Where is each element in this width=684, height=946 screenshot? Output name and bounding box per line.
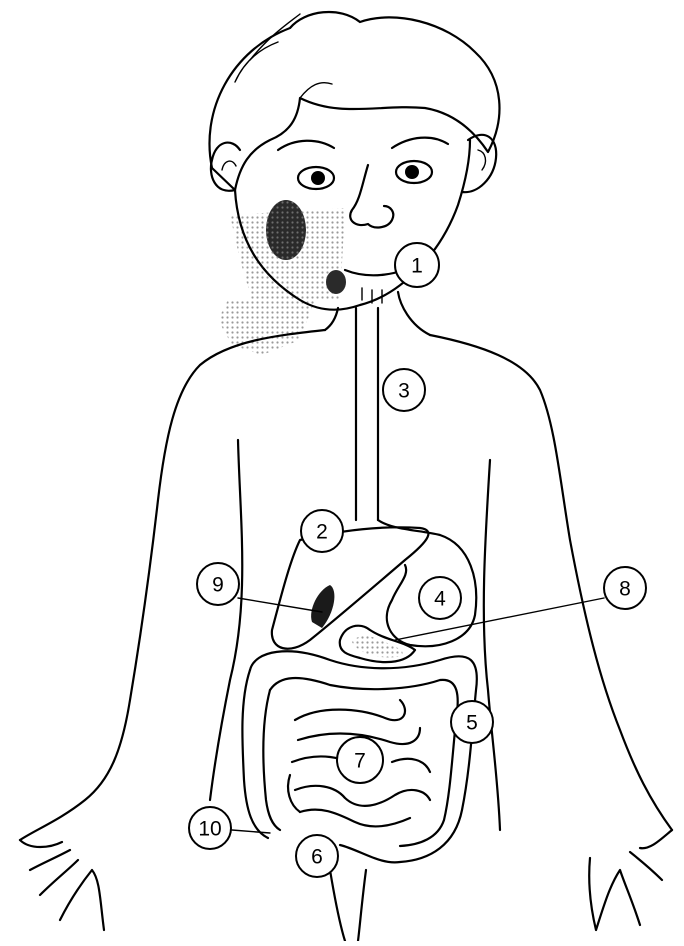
marker-10-label: 10 <box>198 818 221 841</box>
marker-3: 3 <box>383 369 425 411</box>
marker-4-label: 4 <box>434 588 446 611</box>
marker-1: 1 <box>395 243 439 287</box>
hair <box>209 12 499 190</box>
pointer-lines <box>232 598 604 833</box>
marker-9-label: 9 <box>212 574 224 597</box>
marker-10: 10 <box>189 807 231 849</box>
marker-3-label: 3 <box>398 380 410 403</box>
marker-6: 6 <box>296 835 338 877</box>
marker-5: 5 <box>451 701 493 743</box>
marker-6-label: 6 <box>311 846 323 869</box>
marker-1-label: 1 <box>411 255 423 278</box>
marker-7-label: 7 <box>354 750 366 773</box>
esophagus <box>356 308 378 520</box>
marker-4: 4 <box>419 577 461 619</box>
marker-2: 2 <box>301 510 343 552</box>
marker-7: 7 <box>337 737 383 783</box>
marker-5-label: 5 <box>466 712 478 735</box>
marker-9: 9 <box>197 563 239 605</box>
liver <box>272 527 429 648</box>
submandibular-gland <box>326 270 346 294</box>
marker-2-label: 2 <box>316 521 328 544</box>
marker-8: 8 <box>604 567 646 609</box>
marker-8-label: 8 <box>619 578 631 601</box>
parotid-gland <box>266 200 306 260</box>
pancreas <box>340 626 415 662</box>
body-outline <box>20 292 672 941</box>
